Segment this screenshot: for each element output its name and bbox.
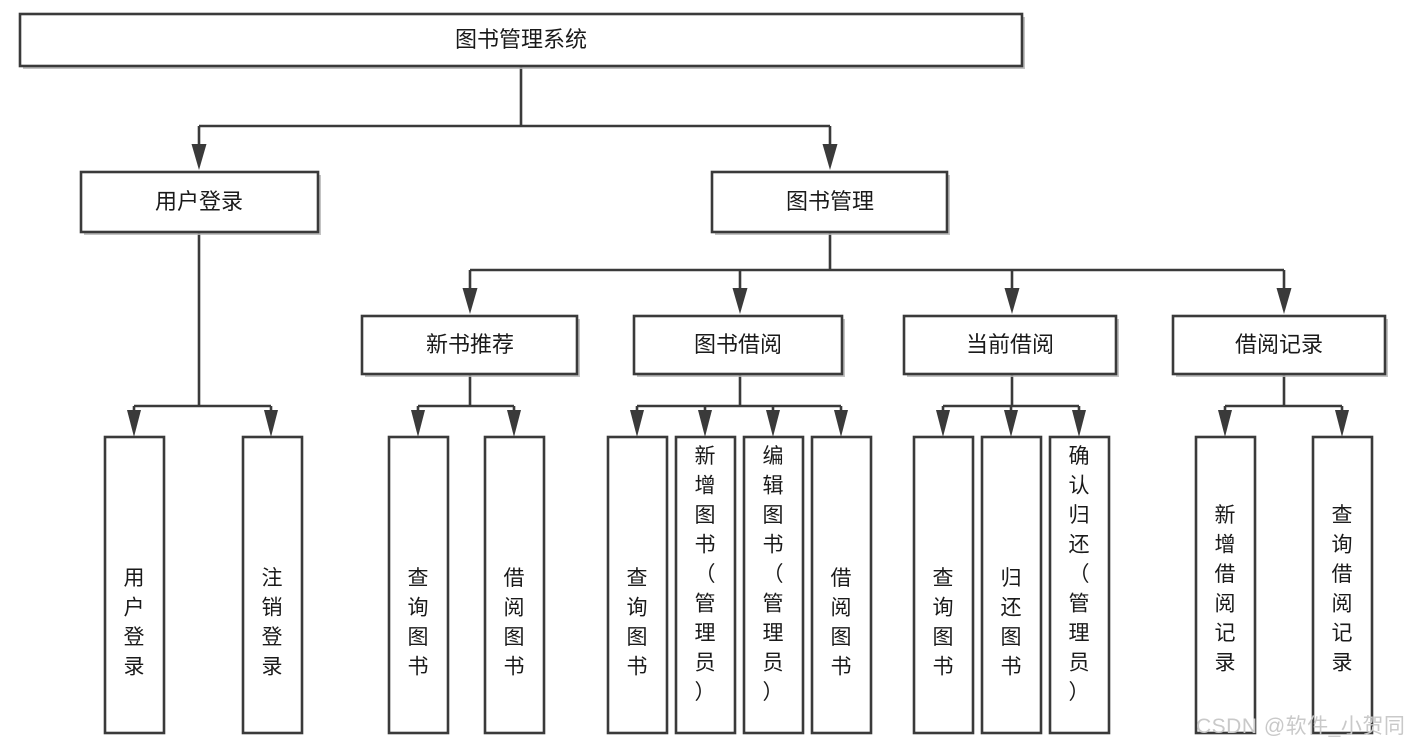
leaf-borrow-book-1-box (483, 435, 546, 735)
node-leaf-confirm-return[interactable]: 确认归还（管理员） (1048, 435, 1111, 735)
leaf-borrow-book-2-label: 借阅图书 (831, 567, 852, 679)
arrowhead-leaf-confirm-return (1072, 410, 1086, 437)
leaf-add-record-box (1194, 435, 1257, 735)
leaf-return-book-box (980, 435, 1043, 735)
login-label: 用户登录 (155, 189, 243, 214)
node-current[interactable]: 当前借阅 (902, 314, 1119, 377)
node-record[interactable]: 借阅记录 (1171, 314, 1388, 377)
leaf-query-record-box (1311, 435, 1374, 735)
node-borrow[interactable]: 图书借阅 (632, 314, 845, 377)
leaf-query-book-3-label: 查询图书 (933, 567, 954, 679)
node-leaf-query-record[interactable]: 查询借阅记录 (1311, 435, 1374, 735)
node-leaf-add-record[interactable]: 新增借阅记录 (1194, 435, 1257, 735)
borrow-label: 图书借阅 (694, 332, 782, 357)
arrowhead-leaf-add-book (698, 410, 712, 437)
borrow-box (632, 314, 844, 376)
arrowhead-leaf-user-logout (264, 410, 278, 437)
leaf-user-login-label: 用户登录 (124, 567, 145, 679)
leaf-layer: 用户登录 注销登录 查询图书 借阅图书 查询图书 新增图书（管理员） (103, 435, 1374, 735)
leaf-return-book-label: 归还图书 (1001, 567, 1022, 679)
arrowhead-leaf-query-record (1335, 410, 1349, 437)
leaf-query-book-3-box (912, 435, 975, 735)
bookmgmt-label: 图书管理 (786, 189, 874, 214)
leaf-add-record-label: 新增借阅记录 (1215, 504, 1236, 675)
node-leaf-user-logout[interactable]: 注销登录 (241, 435, 304, 735)
leaf-query-book-1-label: 查询图书 (408, 567, 429, 679)
current-box (902, 314, 1118, 376)
node-leaf-user-login[interactable]: 用户登录 (103, 435, 166, 735)
arrowhead-layer (127, 144, 1349, 437)
node-newbook[interactable]: 新书推荐 (360, 314, 580, 377)
leaf-borrow-book-2-box (810, 435, 873, 735)
arrowhead-leaf-query-book-3 (936, 410, 950, 437)
leaf-user-logout-label: 注销登录 (262, 567, 283, 679)
arrowhead-leaf-borrow-book-2 (834, 410, 848, 437)
leaf-edit-book-box (742, 435, 805, 735)
node-leaf-query-book-1[interactable]: 查询图书 (387, 435, 450, 735)
leaf-edit-book-label: 编辑图书（管理员） (763, 445, 784, 704)
leaf-user-login-box (103, 435, 166, 735)
bookmgmt-box (710, 170, 949, 234)
node-login[interactable]: 用户登录 (79, 170, 321, 235)
node-bookmgmt[interactable]: 图书管理 (710, 170, 950, 235)
arrowhead-login (191, 144, 207, 170)
newbook-label: 新书推荐 (426, 332, 514, 357)
arrowhead-leaf-user-login (127, 410, 141, 437)
arrowhead-newbook (462, 288, 478, 314)
node-leaf-borrow-book-1[interactable]: 借阅图书 (483, 435, 546, 735)
leaf-confirm-return-box (1048, 435, 1111, 735)
leaf-confirm-return-label: 确认归还（管理员） (1069, 445, 1090, 704)
arrowhead-leaf-query-book-2 (630, 410, 644, 437)
arrowhead-leaf-edit-book (766, 410, 780, 437)
newbook-box (360, 314, 579, 376)
node-leaf-add-book[interactable]: 新增图书（管理员） (674, 435, 737, 735)
record-box (1171, 314, 1387, 376)
arrowhead-leaf-borrow-book-1 (507, 410, 521, 437)
node-leaf-edit-book[interactable]: 编辑图书（管理员） (742, 435, 805, 735)
arrowhead-record (1276, 288, 1292, 314)
node-leaf-borrow-book-2[interactable]: 借阅图书 (810, 435, 873, 735)
node-root[interactable]: 图书管理系统 (18, 12, 1025, 69)
node-leaf-query-book-3[interactable]: 查询图书 (912, 435, 975, 735)
leaf-query-book-1-box (387, 435, 450, 735)
arrowhead-leaf-query-book-1 (411, 410, 425, 437)
current-label: 当前借阅 (966, 332, 1054, 357)
leaf-query-book-2-box (606, 435, 669, 735)
node-leaf-return-book[interactable]: 归还图书 (980, 435, 1043, 735)
arrowhead-leaf-add-record (1218, 410, 1232, 437)
leaf-borrow-book-1-label: 借阅图书 (504, 567, 525, 679)
arrowhead-borrow (732, 288, 748, 314)
arrowhead-leaf-return-book (1004, 410, 1018, 437)
root-label: 图书管理系统 (455, 27, 587, 52)
record-label: 借阅记录 (1235, 332, 1323, 357)
leaf-user-logout-box (241, 435, 304, 735)
leaf-add-book-label: 新增图书（管理员） (695, 445, 716, 704)
root-box (18, 12, 1024, 68)
leaf-query-book-2-label: 查询图书 (627, 567, 648, 679)
leaf-query-record-label: 查询借阅记录 (1332, 504, 1353, 675)
leaf-add-book-box (674, 435, 737, 735)
arrowhead-current (1004, 288, 1020, 314)
login-box (79, 170, 320, 234)
arrowhead-bookmgmt (822, 144, 838, 170)
node-leaf-query-book-2[interactable]: 查询图书 (606, 435, 669, 735)
csdn-watermark: CSDN @软件_小贺同学 (1196, 715, 1405, 738)
